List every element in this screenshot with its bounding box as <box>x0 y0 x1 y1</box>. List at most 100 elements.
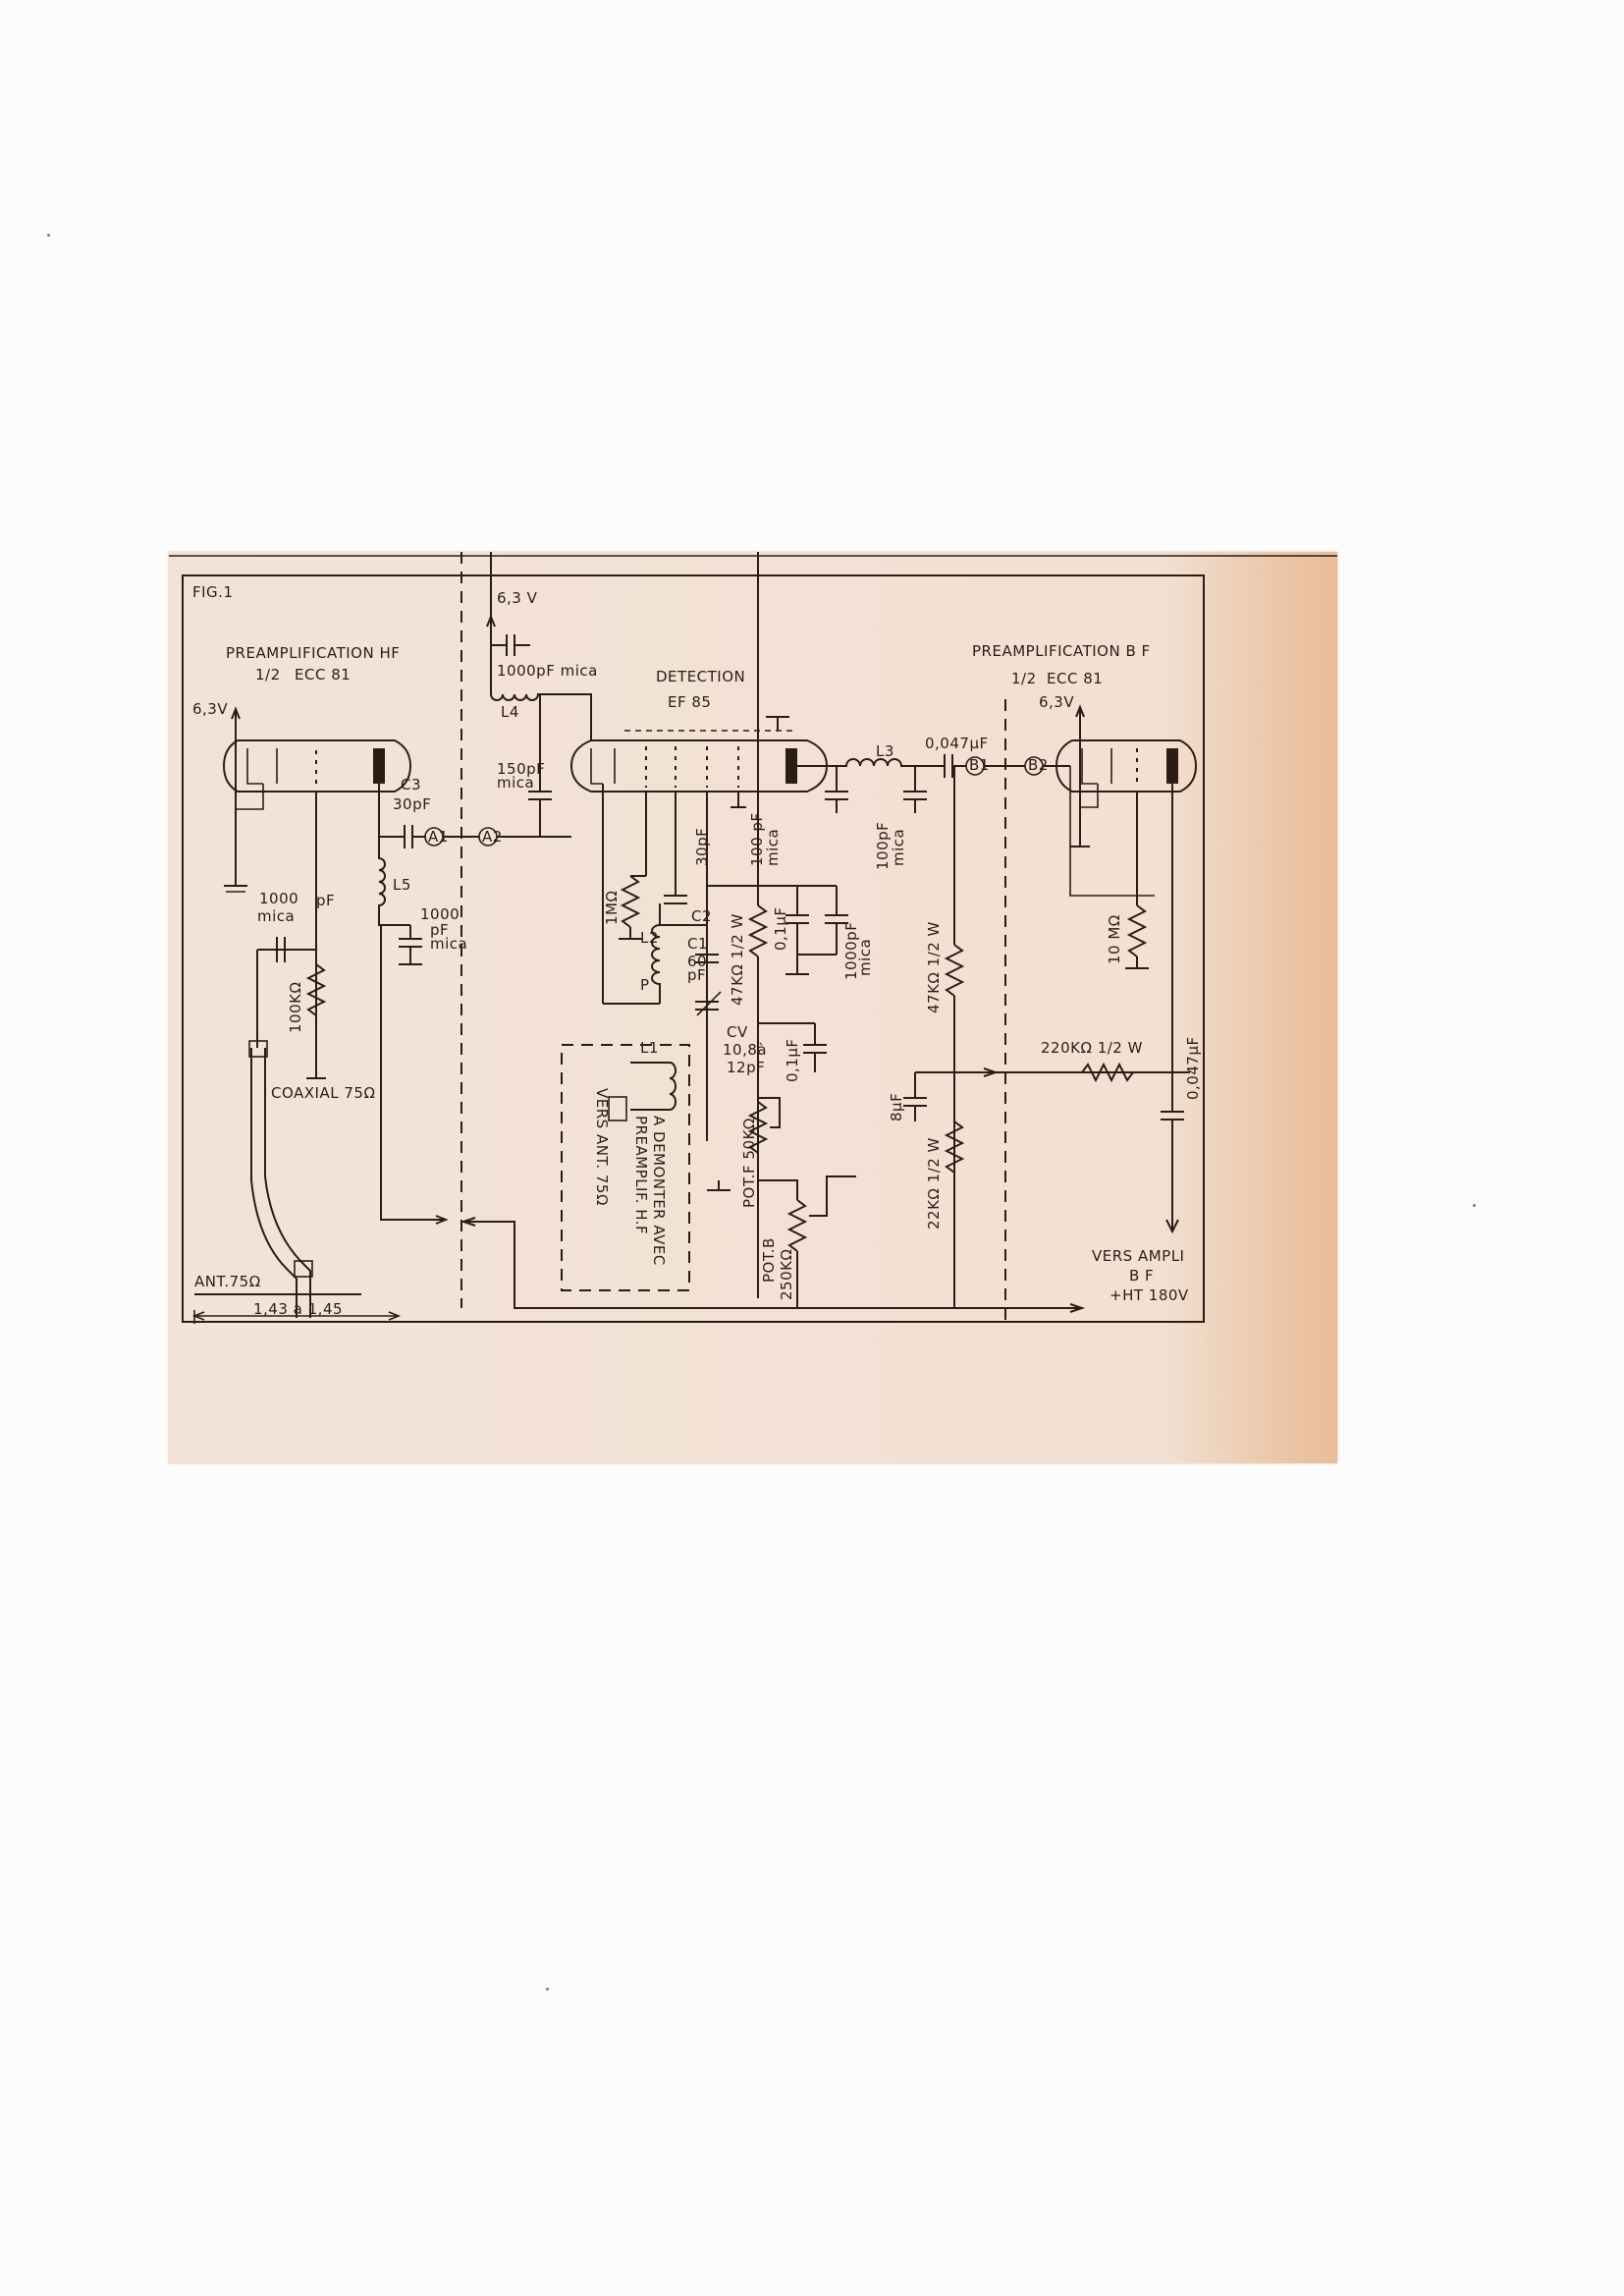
resistor-22k <box>944 1121 965 1174</box>
pot-b <box>786 1199 808 1252</box>
coax-connector-top <box>248 1040 268 1058</box>
cv-value: 10,8à <box>723 1041 767 1059</box>
cap-01uf-a-label: 0,1µF <box>772 906 789 951</box>
pot-b-value: 250KΩ <box>778 1249 795 1300</box>
tube-ecc81-hf <box>222 739 412 793</box>
to-amp-line2: B F <box>1129 1267 1154 1285</box>
cap-100pf-b-label: 100pF <box>874 822 892 870</box>
c3-label: C3 <box>401 776 421 793</box>
r-220k-label: 220KΩ 1/2 W <box>1041 1039 1143 1057</box>
remount-line2: PREAMPLIF. H.F <box>632 1116 650 1234</box>
b1-label: B1 <box>969 756 990 774</box>
cap-100pf-a-mica: mica <box>764 829 782 866</box>
c2-label: C2 <box>691 907 712 925</box>
cap-1000pf-det-label: 1000pF <box>842 922 860 980</box>
remount-box <box>561 1044 690 1291</box>
coil-l2 <box>651 924 661 1004</box>
cv-value2: 12pF <box>727 1059 765 1076</box>
cap-150pf-label: 150pF <box>497 760 545 778</box>
r-10m-label: 10 MΩ <box>1106 914 1123 964</box>
figure-frame <box>182 574 1205 1323</box>
cap-1000pf-det-mica: mica <box>856 939 874 976</box>
ht-label: +HT 180V <box>1110 1286 1189 1304</box>
l1-connector <box>608 1096 627 1121</box>
cap-1000-l5-label: 1000 <box>420 905 460 923</box>
remount-line1: A DEMONTER AVEC <box>650 1116 668 1266</box>
coil-l1 <box>630 1062 677 1111</box>
resistor-10m <box>1126 904 1148 957</box>
cap-8uf-label: 8µF <box>888 1093 905 1121</box>
bf-section-title: PREAMPLIFICATION B F <box>972 642 1151 660</box>
resistor-220k <box>1081 1062 1134 1083</box>
resistor-47k-a <box>747 904 769 957</box>
cap-0047-right-label: 0,047µF <box>1184 1036 1202 1100</box>
coil-l5 <box>378 837 444 1221</box>
det-tube-name: EF 85 <box>668 693 711 711</box>
pot-f <box>747 1101 769 1154</box>
tube-ef85 <box>569 730 829 793</box>
wire-hf-cathode <box>236 784 264 810</box>
r-22k-label: 22KΩ 1/2 W <box>925 1137 943 1230</box>
resistor-47k-b <box>944 944 965 997</box>
coax-cable-outer <box>250 1048 298 1318</box>
cap-1000-l5-mica: mica <box>430 935 467 953</box>
paper-speck <box>47 234 50 237</box>
to-amp-line1: VERS AMPLI <box>1092 1247 1184 1265</box>
det-heater-label: 6,3 V <box>497 589 538 607</box>
bf-tube-half: 1/2 <box>1011 670 1037 687</box>
c1-label: C1 <box>687 935 708 953</box>
l2-label: L2 <box>640 929 659 947</box>
cap-30pf-label: 30pF <box>693 828 711 866</box>
det-section-title: DETECTION <box>656 668 745 685</box>
resistor-100k <box>305 963 327 1016</box>
cap-150pf-mica-label: mica <box>497 774 534 792</box>
coax-connector-bottom <box>294 1260 313 1278</box>
paper-speck <box>546 1988 549 1991</box>
antenna-label: ANT.75Ω <box>194 1273 261 1290</box>
cap-01uf-b-label: 0,1µF <box>784 1038 801 1082</box>
l5-label: L5 <box>393 876 411 894</box>
c1-unit: pF <box>687 966 706 984</box>
r-47k-b-label: 47KΩ 1/2 W <box>925 921 943 1013</box>
cap-1000-hf-label: 1000 <box>259 890 298 907</box>
cap-100pf-b-mica: mica <box>890 829 907 866</box>
remount-line3: VERS ANT. 75Ω <box>593 1088 611 1206</box>
b2-label: B2 <box>1028 756 1049 774</box>
a2-label: A2 <box>482 828 503 846</box>
cap-1000pf-top-label: 1000pF mica <box>497 662 598 680</box>
circuit-diagram: FIG.1 PREAMPLIFICATION HF 1/2 ECC 81 6,3… <box>169 552 1337 1328</box>
r-1m-label: 1MΩ <box>603 891 621 925</box>
schematic-sheet: FIG.1 PREAMPLIFICATION HF 1/2 ECC 81 6,3… <box>169 552 1337 1463</box>
p-tap-label: P <box>640 976 650 994</box>
arrow-to-amp <box>1165 1219 1179 1234</box>
l3-label: L3 <box>876 742 894 760</box>
pot-b-label: POT.B <box>760 1237 778 1283</box>
bf-tube-name: ECC 81 <box>1047 670 1103 687</box>
a1-label: A1 <box>428 828 449 846</box>
c3-value: 30pF <box>393 795 431 813</box>
hf-heater-label: 6,3V <box>192 700 228 718</box>
hf-tube-name: ECC 81 <box>295 666 351 683</box>
coil-l4 <box>490 693 592 740</box>
cap-1000-l5-unit: pF <box>430 921 449 939</box>
cv-label: CV <box>727 1023 748 1041</box>
cap-1000-hf-mica: mica <box>257 907 295 925</box>
coaxial-label: COAXIAL 75Ω <box>271 1084 375 1102</box>
cap-1000-hf-pf: pF <box>316 892 335 909</box>
resistor-1m <box>620 875 641 928</box>
hf-section-title: PREAMPLIFICATION HF <box>226 644 400 662</box>
tube-ecc81-bf <box>1055 739 1198 793</box>
l1-label: L1 <box>640 1039 659 1057</box>
hf-tube-half: 1/2 <box>255 666 281 683</box>
r-100k-label: 100KΩ <box>287 982 304 1033</box>
r-47k-a-label: 47KΩ 1/2 W <box>729 913 746 1006</box>
coil-l3 <box>837 758 915 767</box>
l4-label: L4 <box>501 703 519 721</box>
dimension-label: 1,43 a 1,45 <box>253 1300 343 1318</box>
figure-label: FIG.1 <box>192 583 234 601</box>
cap-100pf-a-label: 100 pF <box>748 812 766 866</box>
cap-0047-top-label: 0,047µF <box>925 735 989 752</box>
pot-f-label: POT.F 50KΩ <box>740 1118 758 1208</box>
c1-value: 60 <box>687 953 707 970</box>
arrow-hf-heater <box>231 706 241 720</box>
